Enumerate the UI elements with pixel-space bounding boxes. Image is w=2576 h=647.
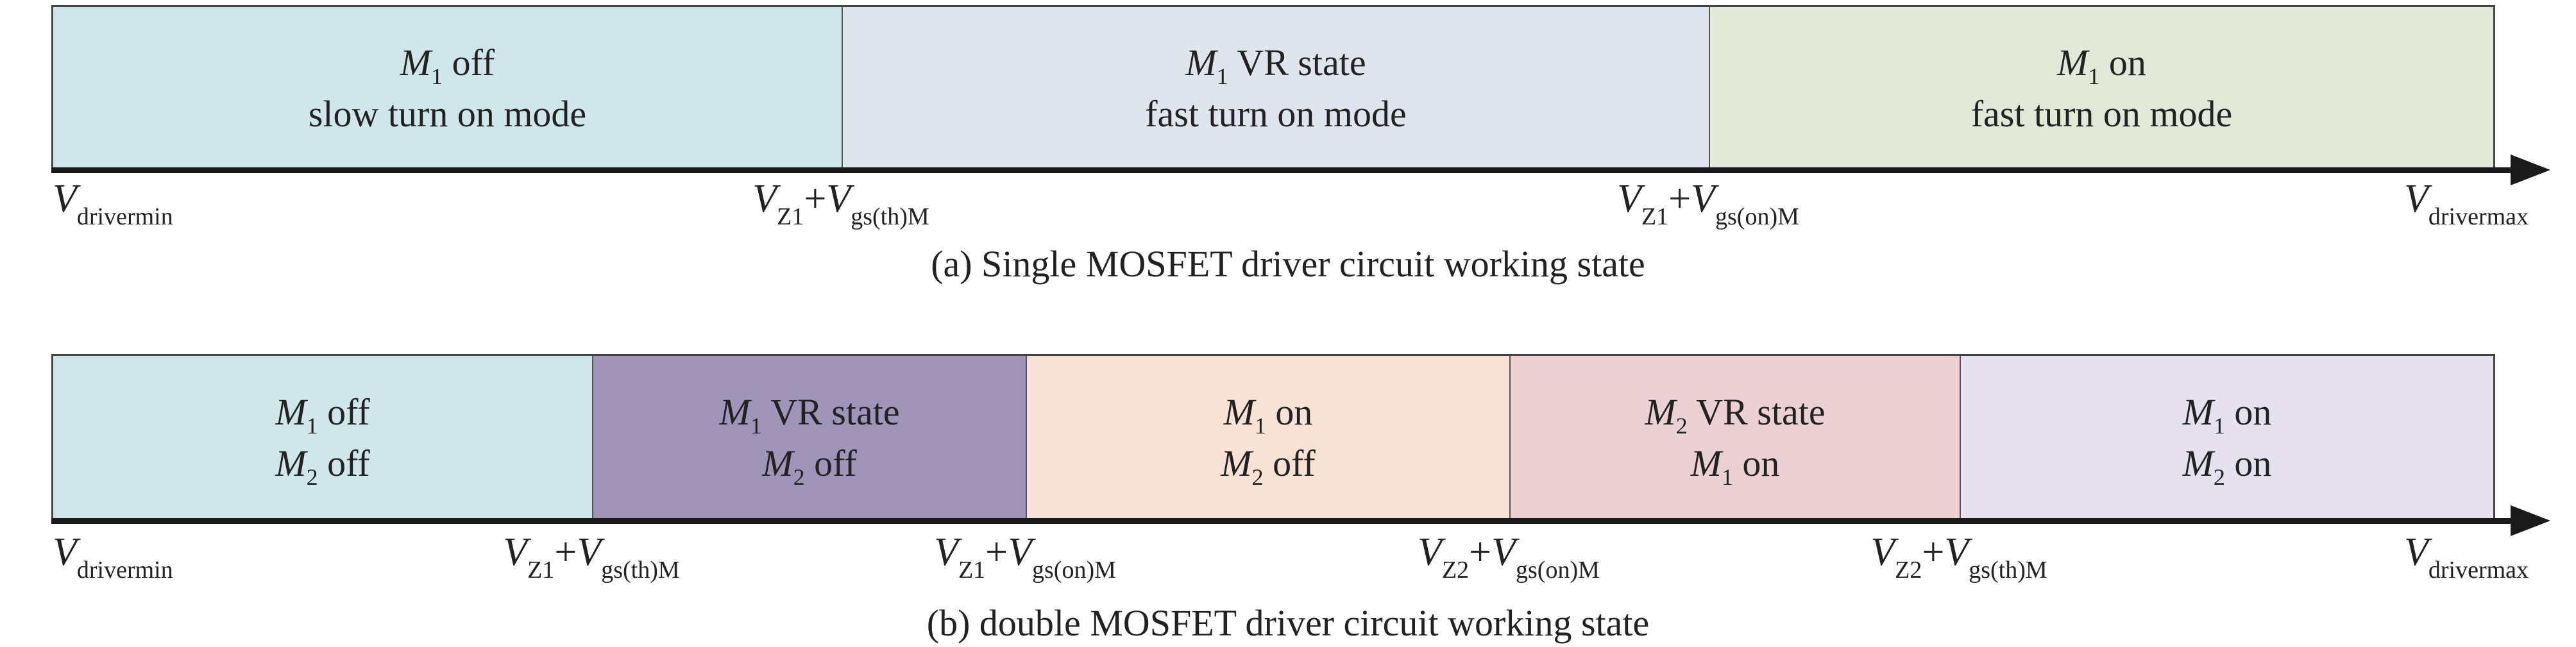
threshold-label: VZ1+Vgs(on)M [1617, 177, 1799, 230]
segment-line2: slow turn on mode [308, 92, 587, 135]
segment-line-a: M1 VR state [719, 391, 900, 439]
segment-line-b: M1 on [1690, 442, 1780, 490]
segment-line1: M1 on [2057, 41, 2146, 89]
axis-arrow-icon [2511, 155, 2550, 185]
threshold-label: VZ1+Vgs(th)M [752, 177, 929, 230]
threshold-label: Vdrivermin [53, 530, 173, 584]
segment-line2: fast turn on mode [1145, 92, 1407, 135]
voltage-axis-b [51, 518, 2514, 524]
threshold-label: VZ1+Vgs(th)M [503, 530, 680, 584]
segment-line1: M1 off [400, 41, 495, 89]
segment-line-a: M1 on [1223, 391, 1313, 439]
threshold-label: Vdrivermax [2403, 530, 2529, 584]
segment-line1: M1 VR state [1185, 41, 1366, 89]
state-segment-m1-off: M1 off slow turn on mode [53, 7, 843, 169]
state-segment-m1-vr: M1 VR state fast turn on mode [843, 7, 1710, 169]
segment-line-b: M2 off [1221, 442, 1316, 490]
voltage-axis-a [51, 167, 2514, 173]
state-segment-m1-on: M1 on fast turn on mode [1710, 7, 2493, 169]
caption-a: (a) Single MOSFET driver circuit working… [931, 243, 1645, 285]
threshold-label: VZ2+Vgs(th)M [1870, 530, 2047, 584]
segment-line-a: M1 off [275, 391, 370, 439]
segment-line-b: M2 on [2182, 442, 2272, 490]
segment-line2: fast turn on mode [1970, 92, 2233, 135]
threshold-label: Vdrivermax [2403, 177, 2529, 230]
axis-arrow-icon [2511, 505, 2550, 536]
segment-line-a: M2 VR state [1645, 391, 1826, 439]
segment-line-b: M2 off [275, 442, 370, 490]
caption-b: (b) double MOSFET driver circuit working… [926, 602, 1650, 644]
threshold-label: Vdrivermin [53, 177, 173, 230]
threshold-label: VZ1+Vgs(on)M [934, 530, 1116, 584]
single-mosfet-state-bar: M1 off slow turn on mode M1 VR state fas… [51, 5, 2495, 169]
segment-line-b: M2 off [762, 442, 857, 490]
threshold-label: VZ2+Vgs(on)M [1418, 530, 1600, 584]
segment-line-a: M1 on [2182, 391, 2272, 439]
